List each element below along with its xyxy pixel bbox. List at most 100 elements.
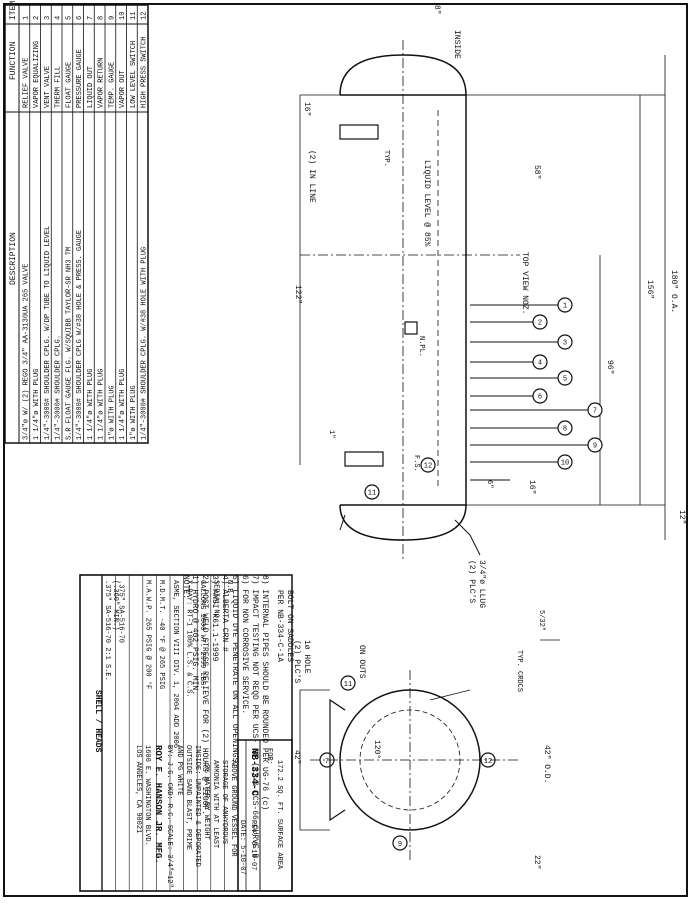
d42-label: 42"	[292, 750, 301, 764]
item-description: 1/4"-3000# SHOULDER CPLG W/#38 HOLE & PR…	[76, 230, 84, 440]
liquid-level-label: LIQUID LEVEL @ 85%	[422, 160, 431, 247]
items-header-description: DESCRIPTION	[9, 232, 18, 285]
sk-label: 5/32"	[537, 610, 545, 631]
callout-5	[557, 370, 573, 386]
dim-58: 58"	[532, 165, 541, 179]
callout-8	[557, 420, 573, 436]
nameplate-label: N.PL.	[417, 336, 425, 357]
end-view	[299, 639, 560, 860]
item-function: VAPOR OUT	[119, 70, 127, 108]
item-number: 10	[119, 12, 127, 20]
item-function: TEMP. GAUGE	[108, 62, 116, 108]
title-description: .2% WATER BY WEIGHT	[202, 760, 210, 840]
item-function: LOW LEVEL SWITCH	[130, 41, 138, 108]
callout-1-text: 1	[563, 303, 567, 311]
per-drawing-label: PER NB-334-C-1A	[275, 590, 284, 662]
lug-label: 3/4"ø LLUG	[477, 560, 486, 608]
title-description: ABOVE GROUND VESSEL FOR	[229, 760, 237, 857]
callout-9-end-text: 9	[398, 841, 402, 849]
item-description: 3/4"ø W/ (2) REGO 3/4" AA-3130UA 265 VAL…	[22, 264, 30, 440]
on-outs-label: ON OUTS	[357, 645, 366, 679]
callout-12-end	[480, 752, 496, 768]
item-number: 8	[98, 16, 106, 20]
d22-label: 22"	[532, 855, 541, 869]
title-for: FOR:	[265, 748, 273, 765]
item-function: VAPOR RETURN	[98, 58, 106, 108]
title-by: BY: J.G. CKD: R.C. SCALE: 3/4"=12"	[165, 745, 173, 888]
item-number: 3	[44, 16, 52, 20]
item-description: S.R FLOAT GAUGE FLG. W/SQUIBB TAYLOR-SR …	[65, 247, 73, 440]
shell-row-text: M.A.W.P. 265 PSIG @ 200 °F	[144, 580, 153, 689]
item-description: 1 1/4"ø WITH PLUG	[119, 369, 127, 440]
item-description: 1 1/4"ø WITH PLUG	[87, 369, 95, 440]
item-function: VENT VALVE	[44, 66, 52, 108]
title-rev: REV. 6-19-07	[249, 820, 257, 870]
dim-6: 6"	[485, 480, 493, 488]
shell-row-text: SERIAL NO.	[212, 580, 220, 622]
end-view-labels: BOLT ON SADDLES PER NB-334-C-1A 1ø HOLE …	[275, 590, 551, 869]
callout-10	[557, 454, 573, 470]
item-function: RELIEF VALVE	[22, 58, 30, 108]
callout-8-text: 8	[563, 426, 567, 434]
callout-3	[557, 334, 573, 350]
title-company: ROY E. HANSON JR. MFG.	[153, 745, 163, 864]
end-view-callouts: 11 12 7 9	[319, 675, 496, 851]
item-function: LIQUID OUT	[87, 66, 95, 108]
items-header-item: ITEM	[9, 1, 18, 20]
notes-title: NOTE:	[181, 575, 190, 599]
shell-row-text: N.B.	[225, 580, 233, 597]
callout-12	[420, 457, 436, 473]
shell-row-text: .375" SA-516-70	[116, 580, 124, 643]
dim-16a: 16"	[302, 102, 311, 116]
callout-9	[587, 437, 603, 453]
hole-label: 1ø HOLE	[302, 640, 311, 674]
dim-122: 122"	[293, 285, 302, 304]
callout-2-text: 2	[538, 320, 542, 328]
shell-row-text: (.360" MIN.)	[111, 580, 119, 630]
shell-row-text: M.D.M.T. -40 °F @ 265 PSIG	[157, 580, 166, 689]
item-description: 1 1/4"ø WITH PLUG	[98, 369, 106, 440]
typ-label-1: TYP.	[382, 150, 390, 167]
angle-label: 120°	[372, 740, 381, 759]
item-function: FLOAT GAUGE	[65, 62, 73, 108]
callout-1	[557, 297, 573, 313]
item-number: 2	[33, 16, 41, 20]
item-function: THERM FILL	[55, 66, 63, 108]
fs-label: F.S.	[412, 455, 420, 472]
callout-4	[532, 354, 548, 370]
item-number: 9	[108, 16, 116, 20]
bolt-saddles-label: BOLT ON SADDLES	[285, 590, 294, 662]
item-number: 5	[65, 16, 73, 20]
item-description: 1/4"-3000# SHOULDER CPLG.	[55, 335, 63, 440]
title-area: 172.2 SQ. FT. SURFACE AREA	[275, 760, 283, 870]
note-line: 2) POST WELD STRESS RELIEVE FOR (2) HOUR…	[200, 575, 209, 815]
callout-11	[364, 484, 380, 500]
callout-12-text: 12	[424, 463, 432, 471]
item-number: 12	[141, 12, 149, 20]
item-number: 11	[130, 12, 138, 20]
title-inside: INSIDE: UNPAINTED & DEPORATED	[193, 745, 201, 867]
callout-11-text: 11	[368, 490, 376, 498]
callout-5-text: 5	[563, 376, 567, 384]
callout-7-end-text: 7	[325, 758, 329, 766]
item-description: 1"ø WITH PLUG	[108, 385, 116, 440]
dim-12: 12"	[677, 510, 686, 524]
inside-label: INSIDE	[452, 30, 461, 59]
note-line: 8) INTERNAL PIPES SHOULD BE ROUNDED PER …	[260, 575, 269, 810]
callout-9-end	[392, 835, 408, 851]
title-address2: LOS ANGELES, CA 90021	[134, 745, 142, 833]
od-label: 42" O.D.	[542, 745, 551, 783]
item-description: 1 1/4"ø WITH PLUG	[33, 369, 41, 440]
callout-7-text: 7	[593, 408, 597, 416]
title-address1: 1600 E. WASHINGTON BLVD.	[143, 745, 151, 846]
title-description: STORAGE OF ANHYDROUS	[220, 760, 228, 844]
note-line: 6) FOR NON CORROSIVE SERVICE.	[240, 575, 249, 714]
callout-12-end-text: 12	[484, 758, 492, 766]
callout-10-text: 10	[561, 460, 569, 468]
title-date: DATE: 5-10-07	[238, 820, 246, 875]
shell-row-text: .375" SA-516-70 2:1 S.E.	[103, 580, 111, 681]
note-line: 7) IMPACT TESTING NOT REQD PER UCS- 68 (…	[250, 575, 259, 858]
